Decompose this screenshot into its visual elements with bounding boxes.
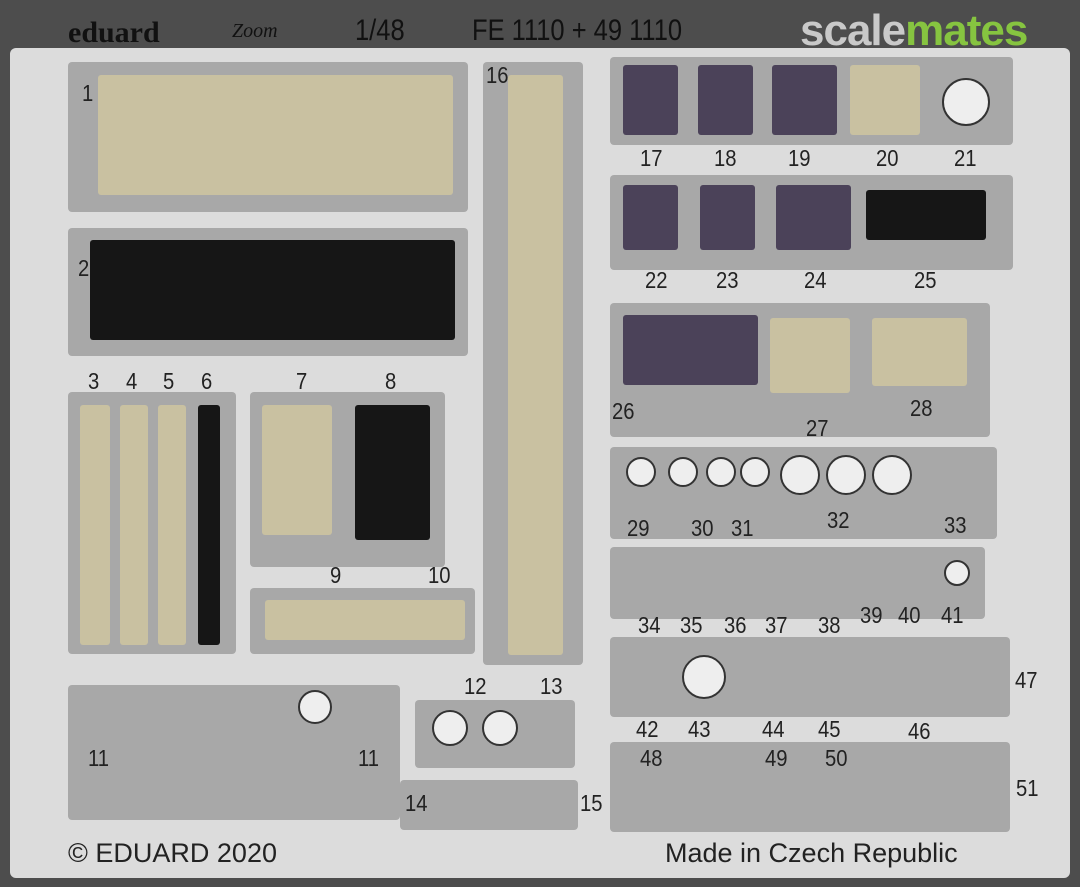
part-panel xyxy=(80,405,110,645)
part-number-34: 34 xyxy=(638,612,661,638)
gauge-icon xyxy=(706,457,736,487)
part-frame xyxy=(610,547,985,619)
part-number-30: 30 xyxy=(691,515,714,541)
part-panel xyxy=(623,185,678,250)
part-panel xyxy=(700,185,755,250)
part-number-28: 28 xyxy=(910,395,933,421)
part-number-48: 48 xyxy=(640,745,663,771)
part-number-43: 43 xyxy=(688,716,711,742)
part-panel xyxy=(508,75,563,655)
part-number-39: 39 xyxy=(860,602,883,628)
gauge-icon xyxy=(740,457,770,487)
part-frame xyxy=(68,685,400,820)
part-number-11: 11 xyxy=(358,745,380,771)
part-panel xyxy=(98,75,453,195)
part-frame xyxy=(610,742,1010,832)
gauge-icon xyxy=(826,455,866,495)
part-number-5: 5 xyxy=(163,368,175,394)
part-number-13: 13 xyxy=(540,673,563,699)
gauge-icon xyxy=(872,455,912,495)
part-number-29: 29 xyxy=(627,515,650,541)
part-number-11: 11 xyxy=(88,745,110,771)
gauge-icon xyxy=(944,560,970,586)
part-number-44: 44 xyxy=(762,716,785,742)
part-number-14: 14 xyxy=(405,790,428,816)
part-number-36: 36 xyxy=(724,612,747,638)
part-number-41: 41 xyxy=(941,602,964,628)
part-number-49: 49 xyxy=(765,745,788,771)
part-number-42: 42 xyxy=(636,716,659,742)
part-number-46: 46 xyxy=(908,718,931,744)
scalemates-watermark: scalemates xyxy=(800,6,1028,55)
part-number-7: 7 xyxy=(296,368,308,394)
part-number-3: 3 xyxy=(88,368,100,394)
gauge-icon xyxy=(432,710,468,746)
gauge-icon xyxy=(682,655,726,699)
part-number-51: 51 xyxy=(1016,775,1039,801)
part-number-31: 31 xyxy=(731,515,754,541)
part-number-15: 15 xyxy=(580,790,603,816)
part-number-1: 1 xyxy=(82,80,94,106)
zoom-logo: Zoom xyxy=(232,20,278,42)
part-number-32: 32 xyxy=(827,507,850,533)
product-codes: FE 1110 + 49 1110 xyxy=(472,14,683,47)
part-number-16: 16 xyxy=(486,62,509,88)
part-number-8: 8 xyxy=(385,368,397,394)
part-panel xyxy=(90,240,455,340)
part-panel xyxy=(158,405,186,645)
part-number-40: 40 xyxy=(898,602,921,628)
part-panel xyxy=(262,405,332,535)
part-number-9: 9 xyxy=(330,562,342,588)
part-number-35: 35 xyxy=(680,612,703,638)
part-number-2: 2 xyxy=(78,255,90,281)
part-panel xyxy=(265,600,465,640)
part-number-23: 23 xyxy=(716,267,739,293)
part-number-25: 25 xyxy=(914,267,937,293)
gauge-icon xyxy=(482,710,518,746)
part-number-21: 21 xyxy=(954,145,977,171)
part-panel xyxy=(198,405,220,645)
gauge-icon xyxy=(668,457,698,487)
gauge-icon xyxy=(626,457,656,487)
part-number-38: 38 xyxy=(818,612,841,638)
part-number-37: 37 xyxy=(765,612,788,638)
part-number-20: 20 xyxy=(876,145,899,171)
part-number-19: 19 xyxy=(788,145,811,171)
part-number-33: 33 xyxy=(944,512,967,538)
gauge-icon xyxy=(942,78,990,126)
part-panel xyxy=(355,405,430,540)
part-number-10: 10 xyxy=(428,562,451,588)
part-number-17: 17 xyxy=(640,145,663,171)
part-panel xyxy=(623,315,758,385)
part-number-22: 22 xyxy=(645,267,668,293)
part-panel xyxy=(866,190,986,240)
part-panel xyxy=(120,405,148,645)
part-panel xyxy=(623,65,678,135)
gauge-icon xyxy=(780,455,820,495)
part-frame xyxy=(610,637,1010,717)
part-panel xyxy=(850,65,920,135)
part-number-12: 12 xyxy=(464,673,487,699)
scale-label: 1/48 xyxy=(355,14,405,47)
part-number-47: 47 xyxy=(1015,667,1038,693)
gauge-icon xyxy=(298,690,332,724)
part-panel xyxy=(776,185,851,250)
eduard-logo: eduard xyxy=(68,16,160,49)
part-number-50: 50 xyxy=(825,745,848,771)
part-frame xyxy=(400,780,578,830)
part-panel xyxy=(770,318,850,393)
part-number-4: 4 xyxy=(126,368,138,394)
origin-text: Made in Czech Republic xyxy=(665,838,958,868)
part-number-24: 24 xyxy=(804,267,827,293)
part-panel xyxy=(698,65,753,135)
copyright: © EDUARD 2020 xyxy=(68,838,277,868)
part-number-45: 45 xyxy=(818,716,841,742)
part-number-27: 27 xyxy=(806,415,829,441)
part-panel xyxy=(872,318,967,386)
part-panel xyxy=(772,65,837,135)
part-number-26: 26 xyxy=(612,398,635,424)
part-number-6: 6 xyxy=(201,368,213,394)
part-number-18: 18 xyxy=(714,145,737,171)
